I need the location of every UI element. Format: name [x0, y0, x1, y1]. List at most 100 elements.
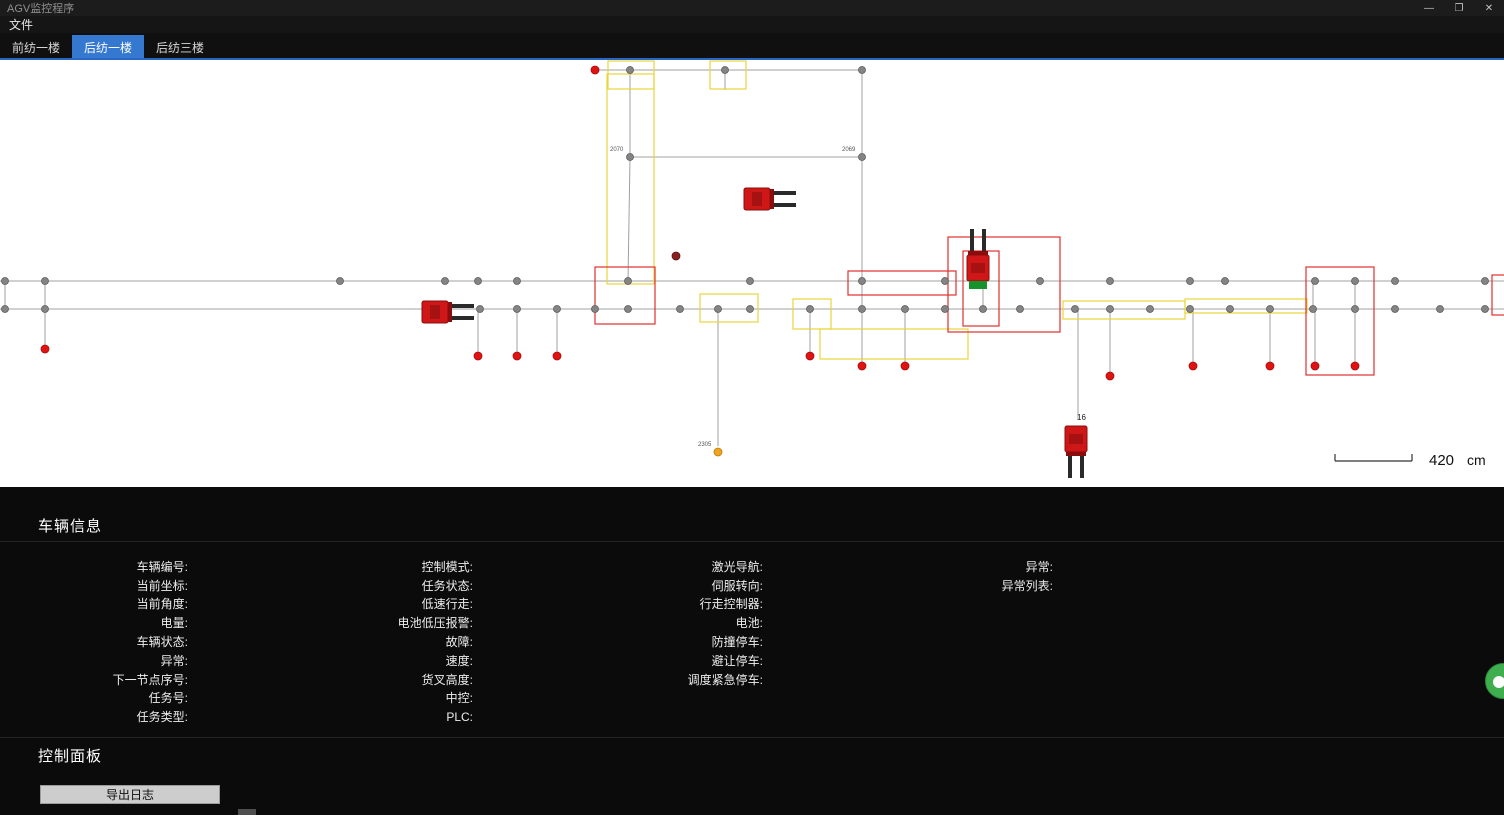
map-node[interactable]: [714, 305, 722, 313]
divider: [0, 541, 1504, 542]
tab-1[interactable]: 后纺一楼: [72, 35, 145, 60]
map-node[interactable]: [1226, 305, 1234, 313]
map-node[interactable]: [941, 305, 949, 313]
info-row: 电量:: [0, 613, 228, 632]
map-node[interactable]: [512, 351, 522, 361]
map-node[interactable]: [1391, 305, 1399, 313]
map-node[interactable]: [1266, 305, 1274, 313]
minimize-button[interactable]: —: [1424, 2, 1434, 14]
export-log-button[interactable]: 导出日志: [40, 785, 220, 804]
map-node[interactable]: [746, 277, 754, 285]
info-label: 速度:: [445, 653, 473, 668]
map-node[interactable]: [40, 344, 50, 354]
info-row: 任务类型:: [0, 707, 228, 726]
map-node[interactable]: [336, 277, 344, 285]
maximize-button[interactable]: ❐: [1454, 2, 1464, 14]
map-node[interactable]: [1350, 361, 1360, 371]
map-node[interactable]: [721, 66, 729, 74]
map-node[interactable]: [624, 305, 632, 313]
map-node[interactable]: [1016, 305, 1024, 313]
map-node[interactable]: [1188, 361, 1198, 371]
map-node[interactable]: [1071, 305, 1079, 313]
info-column: 控制模式:任务状态:低速行走:电池低压报警:故障:速度:货叉高度:中控:PLC:: [233, 557, 513, 726]
info-label: 下一节点序号:: [112, 672, 188, 687]
map-node[interactable]: [1106, 305, 1114, 313]
info-row: 行走控制器:: [523, 595, 803, 614]
info-column: 激光导航:伺服转向:行走控制器:电池:防撞停车:避让停车:调度紧急停车:: [523, 557, 803, 689]
map-node[interactable]: [1186, 277, 1194, 285]
map-node[interactable]: [1, 305, 9, 313]
map-node[interactable]: [746, 305, 754, 313]
map-node[interactable]: [1436, 305, 1444, 313]
map-node[interactable]: [1036, 277, 1044, 285]
map-node[interactable]: [1310, 361, 1320, 371]
info-row: 异常:: [0, 651, 228, 670]
agv-part: [752, 192, 762, 206]
agv-vehicle[interactable]: [743, 187, 796, 211]
map-node[interactable]: [1351, 277, 1359, 285]
info-label: 电量:: [160, 616, 188, 631]
map-node[interactable]: [624, 277, 632, 285]
map-node[interactable]: [553, 305, 561, 313]
info-row: 任务状态:: [233, 576, 513, 595]
map-node[interactable]: [1351, 305, 1359, 313]
map-node[interactable]: [590, 65, 600, 75]
map-node[interactable]: [941, 277, 949, 285]
tab-0[interactable]: 前纺一楼: [12, 41, 61, 55]
map-node[interactable]: [1, 277, 9, 285]
map-node[interactable]: [1309, 305, 1317, 313]
map-node[interactable]: [1391, 277, 1399, 285]
map-node[interactable]: [805, 351, 815, 361]
map-node[interactable]: [979, 305, 987, 313]
map-node[interactable]: [806, 305, 814, 313]
map-node[interactable]: [474, 277, 482, 285]
info-label: 激光导航:: [711, 559, 763, 574]
map-node[interactable]: [41, 305, 49, 313]
agv-vehicle[interactable]: [1064, 425, 1088, 478]
map-node[interactable]: [626, 153, 634, 161]
info-row: 激光导航:: [523, 557, 803, 576]
map-node[interactable]: [858, 277, 866, 285]
tab-2[interactable]: 后纺三楼: [156, 41, 205, 55]
map-node[interactable]: [1146, 305, 1154, 313]
map-node[interactable]: [1186, 305, 1194, 313]
map-node[interactable]: [552, 351, 562, 361]
map-node[interactable]: [901, 305, 909, 313]
map-node[interactable]: [713, 447, 723, 457]
map-node[interactable]: [513, 277, 521, 285]
map-node[interactable]: [671, 251, 681, 261]
agv-vehicle[interactable]: [421, 300, 474, 324]
map-node[interactable]: [591, 305, 599, 313]
map-node[interactable]: [1106, 277, 1114, 285]
map-node[interactable]: [1481, 277, 1489, 285]
info-label: PLC:: [446, 709, 473, 724]
map-node[interactable]: [858, 305, 866, 313]
map-node[interactable]: [1481, 305, 1489, 313]
map-node[interactable]: [513, 305, 521, 313]
map-node[interactable]: [41, 277, 49, 285]
bottom-panel: 车辆信息 车辆编号:当前坐标:当前角度:电量:车辆状态:异常:下一节点序号:任务…: [0, 487, 1504, 815]
map-node[interactable]: [857, 361, 867, 371]
map-node[interactable]: [676, 305, 684, 313]
close-button[interactable]: ✕: [1484, 2, 1494, 14]
map-node[interactable]: [1221, 277, 1229, 285]
map-node[interactable]: [476, 305, 484, 313]
map-node[interactable]: [858, 66, 866, 74]
map-node[interactable]: [900, 361, 910, 371]
map-node[interactable]: [858, 153, 866, 161]
window-controls: — ❐ ✕: [1414, 0, 1504, 16]
info-label: 避让停车:: [711, 653, 763, 668]
tabs: 前纺一楼后纺一楼后纺三楼: [0, 35, 216, 60]
map-node[interactable]: [1105, 371, 1115, 381]
map-zone-red: [847, 270, 957, 296]
map-node[interactable]: [626, 66, 634, 74]
menu-item-file[interactable]: 文件: [9, 18, 34, 32]
map-node[interactable]: [441, 277, 449, 285]
agv-part: [1069, 434, 1083, 444]
agv-vehicle[interactable]: [966, 229, 990, 289]
map-node[interactable]: [1265, 361, 1275, 371]
map-node[interactable]: [1311, 277, 1319, 285]
map-node[interactable]: [473, 351, 483, 361]
